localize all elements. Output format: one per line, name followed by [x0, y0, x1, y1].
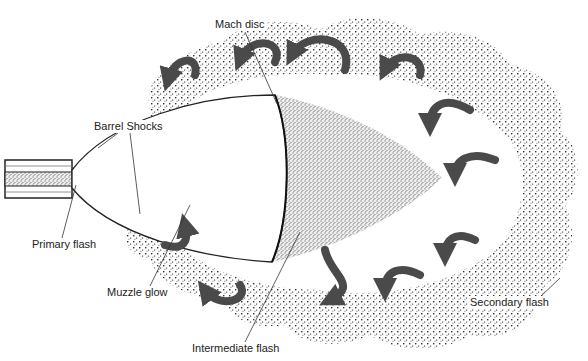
part-label: Intermediate flash	[190, 342, 281, 355]
circulation-arrows	[165, 39, 495, 301]
part-label: Barrel Shocks	[92, 120, 164, 133]
part-label: Mach disc	[213, 18, 267, 31]
part-label: Muzzle glow	[105, 286, 170, 299]
mach-disc	[272, 95, 287, 262]
muzzle-glow-plume	[72, 95, 287, 262]
gun-barrel	[5, 160, 72, 198]
part-label: Secondary flash	[468, 296, 551, 309]
leader-lines	[62, 32, 560, 342]
part-label: Primary flash	[30, 238, 98, 251]
